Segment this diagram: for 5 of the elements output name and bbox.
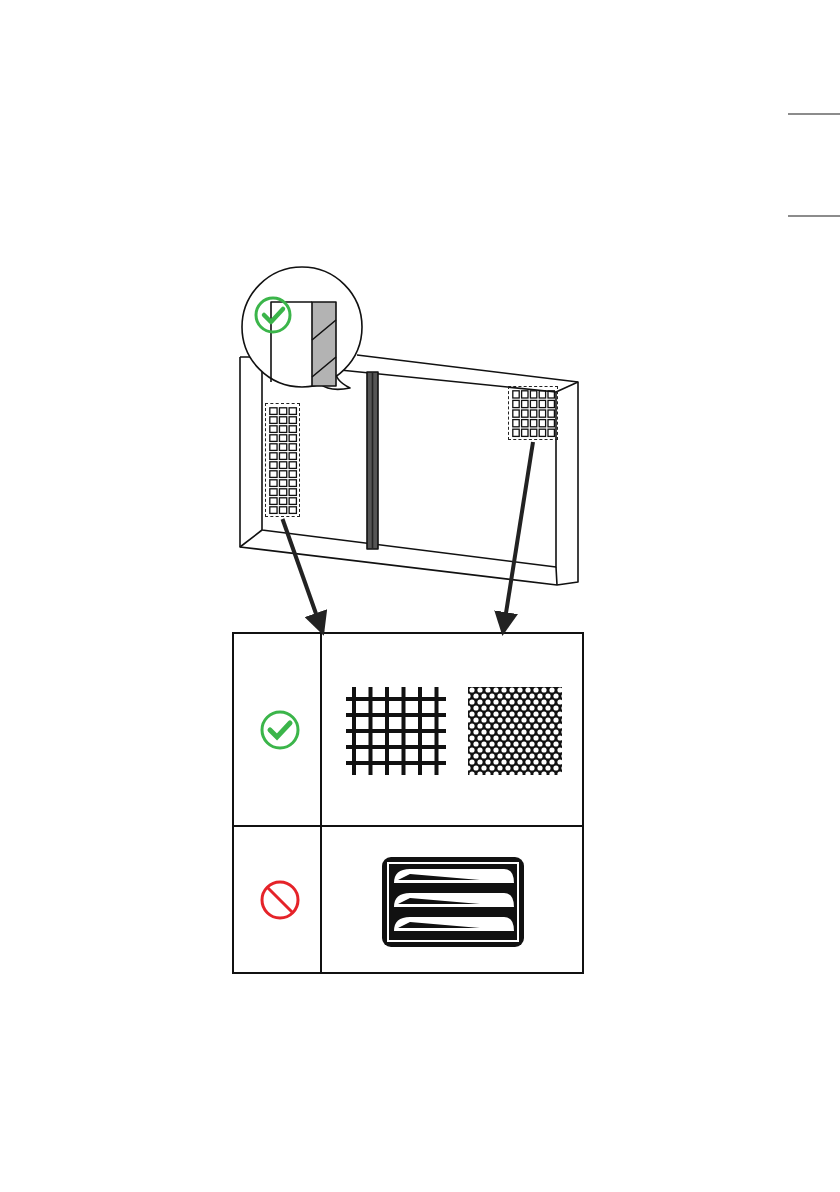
arrow — [280, 518, 328, 636]
vent-opening-area — [508, 386, 558, 440]
vent-type-table — [232, 632, 584, 974]
vent-opening-area — [265, 403, 300, 517]
arrow — [494, 441, 535, 636]
